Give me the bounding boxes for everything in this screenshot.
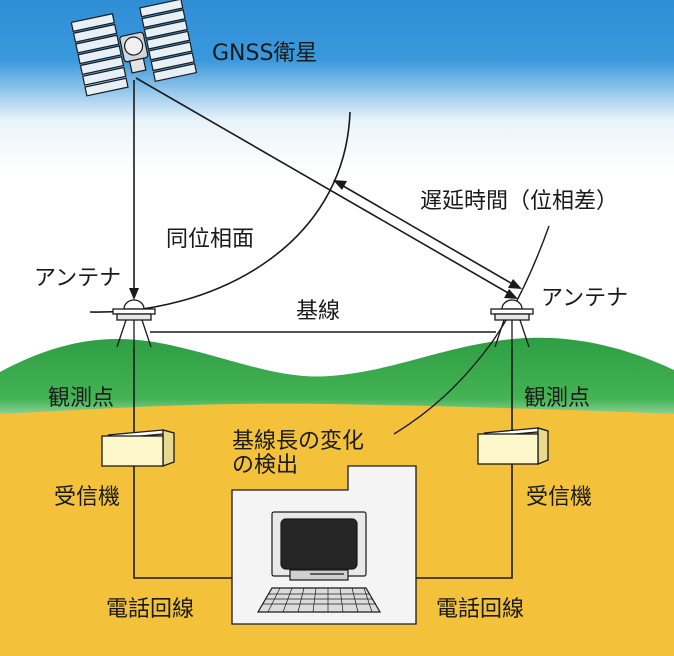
antenna-right-label: アンテナ bbox=[541, 286, 629, 311]
phone-right-label: 電話回線 bbox=[436, 597, 525, 622]
signal-arrow-left bbox=[129, 288, 139, 300]
antenna-icon bbox=[112, 299, 156, 348]
receiver-icon bbox=[101, 429, 175, 467]
computer-icon bbox=[271, 511, 367, 581]
cable-right bbox=[416, 347, 513, 579]
station-left-label: 観測点 bbox=[48, 386, 115, 411]
delay-arrowhead-start bbox=[333, 180, 347, 190]
antenna-left-label: アンテナ bbox=[34, 266, 122, 291]
delay-label: 遅延時間（位相差） bbox=[420, 189, 619, 214]
station-right-label: 観測点 bbox=[524, 386, 591, 411]
phase-front-label: 同位相面 bbox=[166, 227, 255, 252]
detection-label-line1: 基線長の変化 bbox=[232, 429, 365, 454]
delay-arrowhead-end bbox=[508, 279, 522, 289]
satellite-label: GNSS衛星 bbox=[212, 41, 318, 66]
delay-arrow bbox=[337, 182, 517, 287]
detection-label: 基線長の変化 の検出 bbox=[232, 429, 422, 479]
satellite-icon bbox=[70, 0, 198, 97]
keyboard-icon bbox=[256, 587, 382, 613]
signal-arrow-right bbox=[504, 289, 518, 299]
hill bbox=[0, 337, 674, 425]
receiver-right-label: 受信機 bbox=[526, 485, 593, 510]
receiver-left-label: 受信機 bbox=[54, 485, 121, 510]
detection-label-line2: の検出 bbox=[232, 453, 299, 479]
phone-left-label: 電話回線 bbox=[106, 597, 195, 622]
delay-leader bbox=[393, 225, 550, 435]
signal-line-right bbox=[135, 77, 511, 295]
cable-left bbox=[133, 347, 232, 579]
receiver-icon bbox=[477, 427, 549, 465]
baseline-label: 基線 bbox=[296, 299, 341, 324]
antenna-icon bbox=[490, 299, 534, 348]
